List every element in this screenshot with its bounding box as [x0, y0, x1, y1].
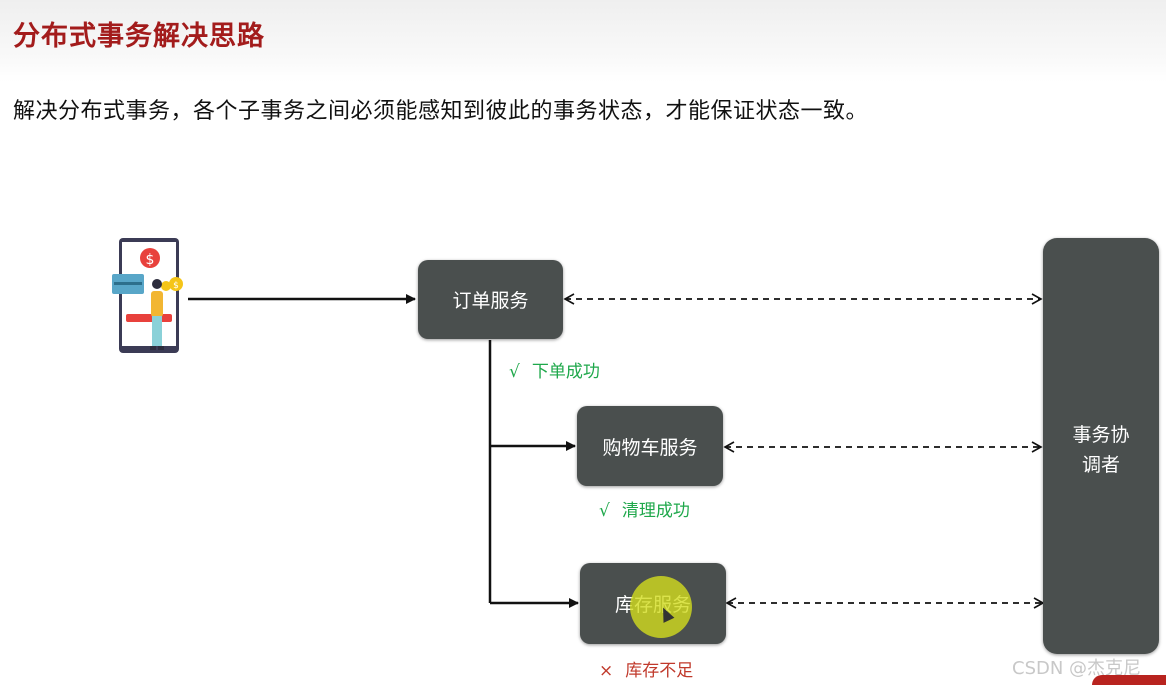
transaction-coordinator-label: 事务协 调者 [1043, 420, 1159, 480]
cart-service-box: 购物车服务 [577, 406, 723, 486]
order-service-box: 订单服务 [418, 260, 563, 339]
cart-status-text: 清理成功 [622, 501, 690, 521]
cursor-highlight [630, 576, 692, 638]
svg-text:$: $ [173, 281, 179, 291]
coordinator-label-line2: 调者 [1043, 450, 1159, 480]
svg-text:$: $ [146, 252, 155, 268]
success-check-icon: √ [509, 362, 520, 382]
inventory-status-text: 库存不足 [625, 661, 693, 681]
inventory-status: × 库存不足 [599, 656, 693, 681]
success-check-icon: √ [599, 501, 610, 521]
cart-status: √ 清理成功 [599, 496, 690, 521]
order-status-text: 下单成功 [532, 362, 600, 382]
order-status: √ 下单成功 [509, 357, 600, 382]
corner-accent [1092, 675, 1166, 685]
failure-cross-icon: × [599, 661, 613, 681]
coordinator-label-line1: 事务协 [1043, 420, 1159, 450]
user-payment-illustration: $ $ [108, 236, 193, 362]
